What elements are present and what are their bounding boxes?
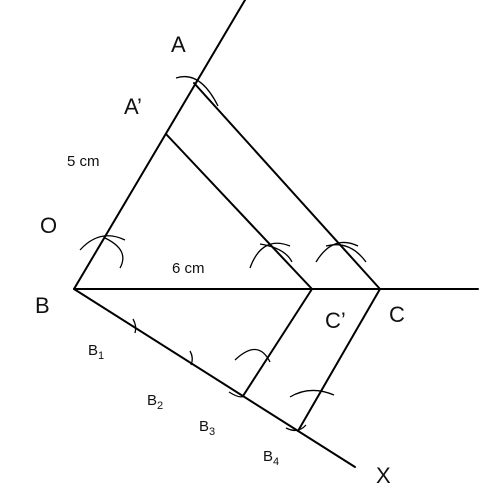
tick-b2 [189, 350, 193, 366]
label-a: A [171, 32, 186, 57]
label-b4: B4 [263, 448, 279, 468]
line-b3-c-prime [242, 288, 313, 397]
label-x: X [376, 463, 391, 488]
tick-b3-arc-upper [234, 348, 271, 363]
tick-b4 [285, 424, 307, 432]
tick-b4-arc-upper [289, 389, 335, 398]
label-o: O [40, 213, 57, 238]
label-b3: B3 [199, 418, 215, 438]
label-c: C [389, 302, 405, 327]
arc-a [175, 76, 219, 107]
arc-b-lower [104, 237, 124, 269]
label-c-prime: C’ [325, 308, 346, 333]
tick-b1 [132, 318, 137, 334]
ray-ba [73, 0, 246, 290]
arc-c-2 [325, 244, 367, 263]
label-a-prime: A’ [124, 94, 142, 119]
label-side-bc: 6 cm [172, 260, 205, 277]
label-side-ab: 5 cm [67, 153, 100, 170]
tick-b3 [228, 391, 245, 398]
arc-c-prime-1 [249, 242, 291, 269]
arc-c-prime-2 [259, 243, 293, 263]
ray-bx [73, 288, 356, 468]
label-b2: B2 [147, 392, 163, 412]
label-b: B [35, 293, 50, 318]
arc-b-upper [79, 235, 126, 251]
line-b4-c [297, 288, 381, 432]
line-a-prime-c-prime [165, 133, 313, 290]
arc-c-1 [315, 241, 359, 263]
line-ac [193, 82, 381, 290]
label-b1: B1 [88, 342, 104, 362]
